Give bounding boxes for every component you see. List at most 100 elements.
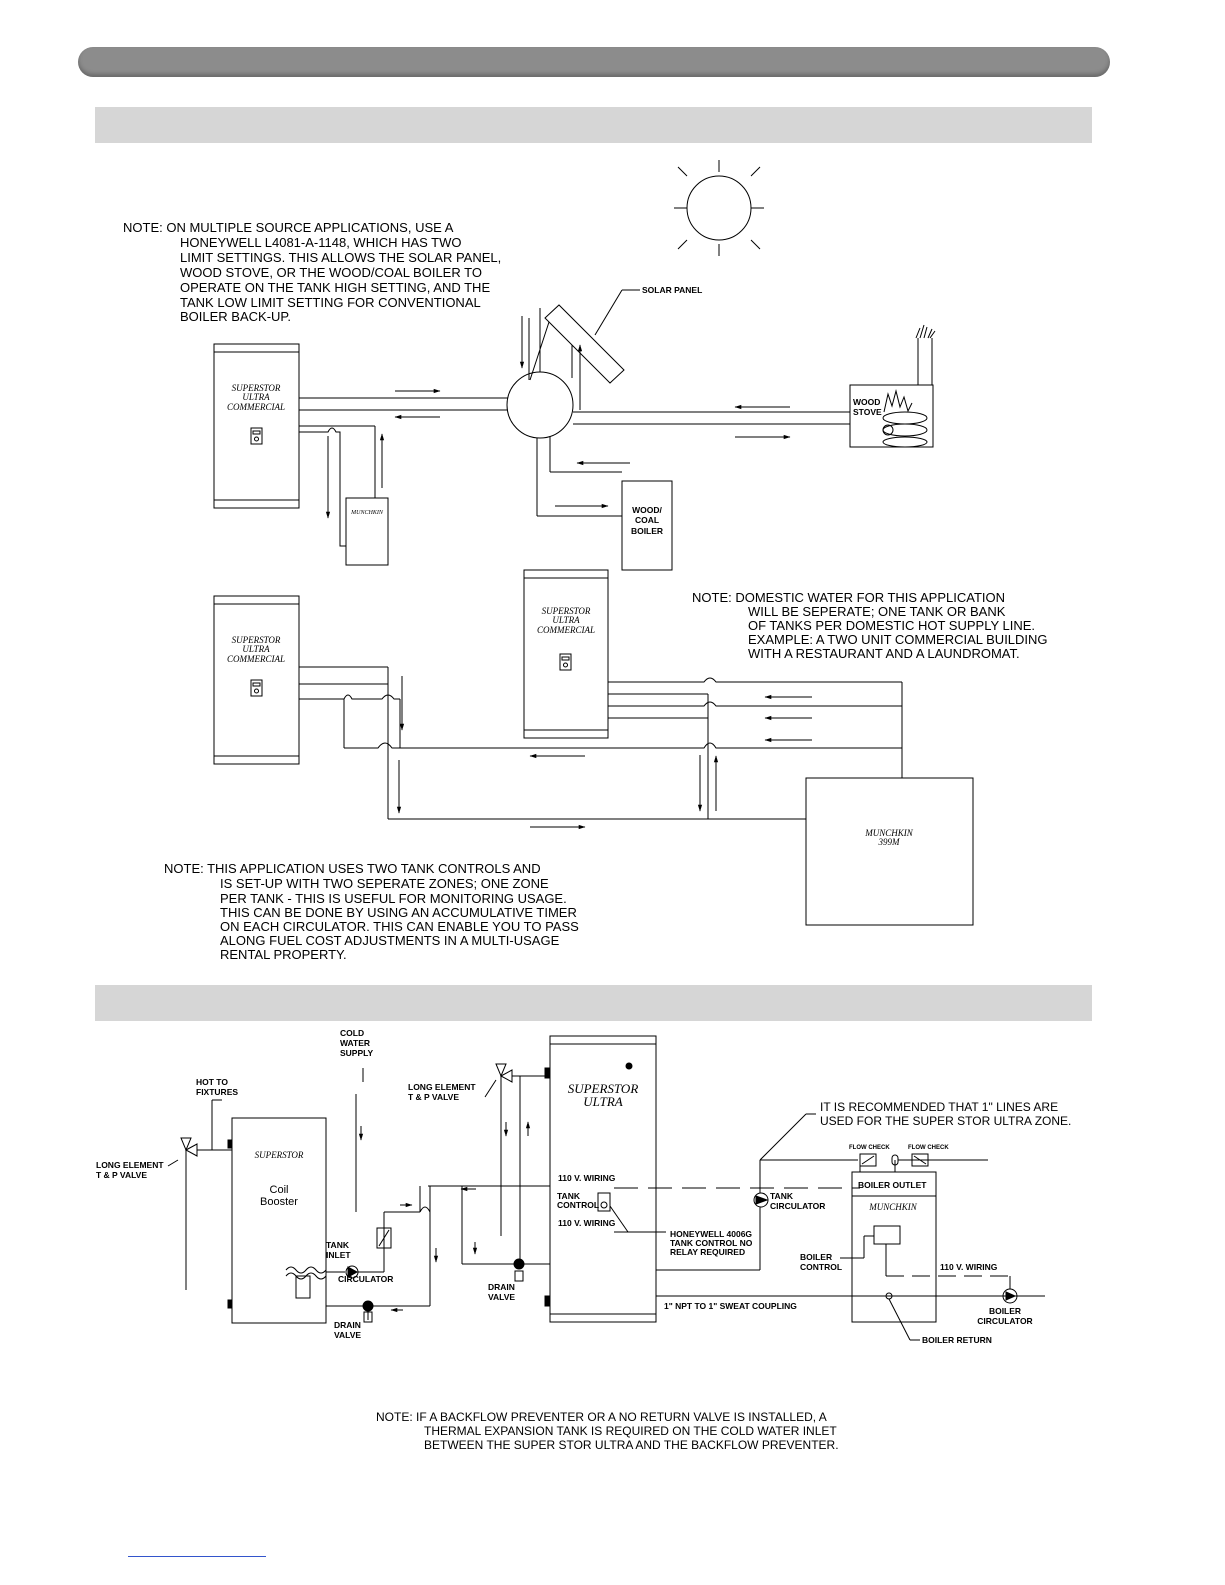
- svg-text:ALONG FUEL COST ADJUSTMENTS IN: ALONG FUEL COST ADJUSTMENTS IN A MULTI-U…: [220, 933, 560, 948]
- svg-text:OF TANKS PER DOMESTIC HOT SUPP: OF TANKS PER DOMESTIC HOT SUPPLY LINE.: [748, 618, 1035, 633]
- cold-water-label-1: COLD: [340, 1028, 364, 1038]
- coil-label: Coil: [270, 1184, 289, 1196]
- tank-inlet-label-1: TANK: [326, 1240, 350, 1250]
- booster-label: Booster: [260, 1196, 298, 1208]
- tank1-label-1: SUPERSTOR: [232, 383, 281, 393]
- note-two-zones: NOTE: THIS APPLICATION USES TWO TANK CON…: [164, 861, 579, 962]
- drain-valve-left-label-2: VALVE: [334, 1330, 361, 1340]
- svg-text:EXAMPLE: A TWO UNIT COMMERCIAL: EXAMPLE: A TWO UNIT COMMERCIAL BUILDING: [748, 632, 1048, 647]
- section-header-top: [95, 107, 1092, 143]
- superstor-coil-booster-tank: [227, 1117, 327, 1324]
- svg-text:NOTE: IF A BACKFLOW PREVENTE: NOTE: IF A BACKFLOW PREVENTER OR A NO RE…: [376, 1410, 827, 1424]
- svg-text:WITH A RESTAURANT AND A LAUNDR: WITH A RESTAURANT AND A LAUNDROMAT.: [748, 646, 1020, 661]
- wiring-110-boiler-label: 110 V. WIRING: [940, 1262, 998, 1272]
- tank-circulator-label-2: CIRCULATOR: [770, 1201, 825, 1211]
- svg-text:ON EACH CIRCULATOR. THIS CAN E: ON EACH CIRCULATOR. THIS CAN ENABLE YOU …: [220, 919, 579, 934]
- tank-circulator-label-1: TANK: [770, 1191, 794, 1201]
- svg-text:THIS CAN BE DONE BY USING AN A: THIS CAN BE DONE BY USING AN ACCUMULATIV…: [220, 905, 577, 920]
- tank2-label-2: ULTRA: [242, 644, 270, 654]
- honeywell-label-1: HONEYWELL 4006G: [670, 1229, 752, 1239]
- flow-check-2-label: FLOW CHECK: [908, 1145, 949, 1151]
- svg-text:HONEYWELL L4081-A-1148, WHICH: HONEYWELL L4081-A-1148, WHICH HAS TWO: [180, 235, 462, 250]
- wiring-110-bottom-label: 110 V. WIRING: [558, 1218, 616, 1228]
- munchkin-bottom-label: MUNCHKIN: [868, 1202, 918, 1212]
- svg-text:USED FOR THE SUPER STOR ULTRA: USED FOR THE SUPER STOR ULTRA ZONE.: [820, 1114, 1071, 1128]
- svg-text:NOTE: THIS APPLICATION USES: NOTE: THIS APPLICATION USES TWO TANK CON…: [164, 861, 541, 876]
- wood-coal-label-3: BOILER: [631, 526, 663, 536]
- tp-valve-left-icon: [167, 1099, 232, 1290]
- long-element-right-label-1: LONG ELEMENT: [408, 1082, 476, 1092]
- boiler-outlet-label: BOILER OUTLET: [858, 1180, 927, 1190]
- wood-coal-label-1: WOOD/: [632, 505, 662, 515]
- cold-water-label-3: SUPPLY: [340, 1048, 374, 1058]
- solar-panel-label: SOLAR PANEL: [642, 285, 702, 295]
- sweat-coupling-label: 1" NPT TO 1" SWEAT COUPLING: [664, 1301, 797, 1311]
- munchkin-small-label: MUNCHKIN: [350, 510, 384, 516]
- boiler-circulator-label-1: BOILER: [989, 1306, 1021, 1316]
- footer-link-underline: [128, 1556, 266, 1557]
- wood-stove: [849, 324, 936, 448]
- svg-text:LIMIT SETTINGS. THIS ALLOWS T: LIMIT SETTINGS. THIS ALLOWS THE SOLAR PA…: [180, 250, 501, 265]
- long-element-right-label-2: T & P VALVE: [408, 1092, 459, 1102]
- svg-text:THERMAL EXPANSION TANK IS REQU: THERMAL EXPANSION TANK IS REQUIRED ON TH…: [424, 1424, 837, 1438]
- note-recommend: IT IS RECOMMENDED THAT 1" LINES ARE USED…: [820, 1100, 1071, 1128]
- honeywell-label-3: RELAY REQUIRED: [670, 1247, 745, 1257]
- drain-valve-left-label-1: DRAIN: [334, 1320, 361, 1330]
- tank1-label-2: ULTRA: [242, 392, 270, 402]
- drain-valve-left-icon: [362, 1300, 374, 1312]
- svg-text:IS SET-UP WITH TWO SEPERATE ZO: IS SET-UP WITH TWO SEPERATE ZONES; ONE Z…: [220, 876, 549, 891]
- drain-valve-mid-icon: [513, 1258, 525, 1270]
- section-header-bottom: [95, 985, 1092, 1021]
- superstor-ultra-label-1: SUPERSTOR: [568, 1081, 639, 1096]
- superstor-ultra-commercial-tank-3: [523, 569, 609, 739]
- munchkin-399m-label-1: MUNCHKIN: [864, 828, 914, 838]
- tank2-label-3: COMMERCIAL: [227, 654, 285, 664]
- svg-text:PER TANK - THIS IS USEFUL FOR: PER TANK - THIS IS USEFUL FOR MONITORING…: [220, 891, 567, 906]
- mixing-hub: [506, 371, 574, 439]
- wood-coal-label-2: COAL: [635, 515, 659, 525]
- svg-text:WOOD STOVE, OR THE WOOD/COAL B: WOOD STOVE, OR THE WOOD/COAL BOILER TO: [180, 265, 482, 280]
- sun-icon: [674, 160, 764, 256]
- superstor-ultra-label-2: ULTRA: [583, 1094, 623, 1109]
- tp-valve-right-icon: [484, 1063, 550, 1264]
- munchkin-399m-label-2: 399M: [878, 837, 901, 847]
- long-element-left-label-1: LONG ELEMENT: [96, 1160, 164, 1170]
- svg-text:RENTAL PROPERTY.: RENTAL PROPERTY.: [220, 947, 347, 962]
- svg-text:BOILER BACK-UP.: BOILER BACK-UP.: [180, 309, 291, 324]
- munchkin-boiler-small: [299, 425, 389, 566]
- wiring-110-top-label: 110 V. WIRING: [558, 1173, 616, 1183]
- note-backflow: NOTE: IF A BACKFLOW PREVENTER OR A NO RE…: [376, 1410, 839, 1452]
- boiler-return-label: BOILER RETURN: [922, 1335, 992, 1345]
- svg-text:TANK LOW LIMIT SETTING FOR CON: TANK LOW LIMIT SETTING FOR CONVENTIONAL: [180, 295, 481, 310]
- tank-control-label-2: CONTROL: [557, 1200, 599, 1210]
- svg-text:OPERATE ON THE TANK HIGH SETTI: OPERATE ON THE TANK HIGH SETTING, AND TH…: [180, 280, 490, 295]
- boiler-circulator-label-2: CIRCULATOR: [977, 1316, 1032, 1326]
- wood-stove-label-1: WOOD: [853, 397, 880, 407]
- svg-text:WILL BE SEPERATE; ONE TANK OR: WILL BE SEPERATE; ONE TANK OR BANK: [748, 604, 1006, 619]
- tank3-label-1: SUPERSTOR: [542, 606, 591, 616]
- hot-to-fixtures-label-1: HOT TO: [196, 1077, 228, 1087]
- tank3-label-3: COMMERCIAL: [537, 625, 595, 635]
- drain-valve-mid-label-1: DRAIN: [488, 1282, 515, 1292]
- superstor-ultra-tank: [544, 1035, 657, 1323]
- solar-panel: [519, 289, 640, 410]
- superstor-label: SUPERSTOR: [255, 1150, 304, 1160]
- munchkin-boiler-bottom: [851, 1153, 1010, 1323]
- tank3-label-2: ULTRA: [552, 615, 580, 625]
- boiler-control-label-2: CONTROL: [800, 1262, 842, 1272]
- note-domestic-water: NOTE: DOMESTIC WATER FOR THIS APPLICATIO…: [692, 590, 1048, 661]
- tank1-label-3: COMMERCIAL: [227, 402, 285, 412]
- svg-text:NOTE: ON MULTIPLE SOURCE APP: NOTE: ON MULTIPLE SOURCE APPLICATIONS, U…: [123, 220, 454, 235]
- cold-water-label-2: WATER: [340, 1038, 370, 1048]
- boiler-control-label-1: BOILER: [800, 1252, 832, 1262]
- tank2-label-1: SUPERSTOR: [232, 635, 281, 645]
- honeywell-label-2: TANK CONTROL NO: [670, 1238, 753, 1248]
- superstor-ultra-commercial-tank-2: [213, 595, 300, 765]
- svg-text:NOTE: DOMESTIC WATER FOR THI: NOTE: DOMESTIC WATER FOR THIS APPLICATIO…: [692, 590, 1005, 605]
- long-element-left-label-2: T & P VALVE: [96, 1170, 147, 1180]
- superstor-ultra-commercial-tank-1: [213, 343, 300, 509]
- flow-check-1-label: FLOW CHECK: [849, 1145, 890, 1151]
- top-banner-bar: [78, 47, 1110, 77]
- drain-valve-mid-label-2: VALVE: [488, 1292, 515, 1302]
